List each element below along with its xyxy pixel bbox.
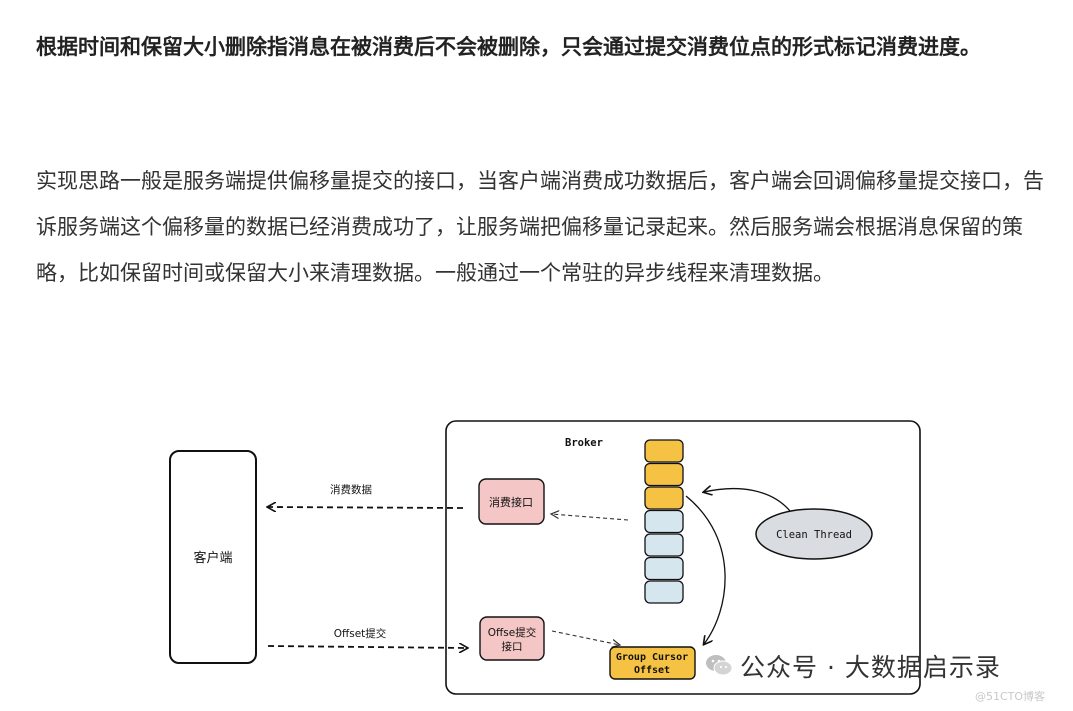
heading-paragraph: 根据时间和保留大小删除指消息在被消费后不会被删除，只会通过提交消费位点的形式标记… <box>36 35 981 59</box>
wechat-icon <box>706 655 733 676</box>
queue-cell-pending <box>644 580 684 604</box>
offset-interface-box <box>479 616 545 661</box>
queue-cell-pending <box>644 533 684 557</box>
client-box <box>169 450 257 664</box>
queue-cell-pending <box>644 509 684 534</box>
clean-thread-label: Clean Thread <box>776 529 852 541</box>
queue-cell-pending <box>644 556 684 581</box>
watermark-text: 公众号 · 大数据启示录 <box>740 653 1001 682</box>
offset-commit-arrow <box>267 646 467 648</box>
clean-thread-arrow <box>704 489 791 512</box>
group-cursor-box <box>609 646 696 680</box>
broker-label: Broker <box>565 437 603 449</box>
offset-to-cursor-arrow <box>551 630 620 645</box>
body-paragraph: 实现思路一般是服务端提供偏移量提交的接口，当客户端消费成功数据后，客户端会回调偏… <box>36 169 1044 285</box>
watermark-site: @51CTO博客 <box>975 690 1046 703</box>
queue-to-consume-arrow <box>551 514 629 521</box>
consume-interface-box <box>478 478 545 525</box>
queue-cell-consumed <box>644 462 684 487</box>
client-label: 客户端 <box>193 550 232 566</box>
queue-cell-consumed <box>644 486 684 510</box>
message-queue <box>644 439 684 604</box>
cursor-pointer-curve <box>685 495 726 644</box>
offset-interface-label-line1: Offse提交 <box>488 626 537 639</box>
offset-commit-label: Offset提交 <box>334 627 387 640</box>
offset-interface-label-line2: 接口 <box>502 640 523 653</box>
consume-data-label: 消费数据 <box>330 483 372 496</box>
group-cursor-label-line1: Group Cursor <box>616 652 688 663</box>
consume-data-arrow <box>268 507 464 508</box>
broker-box <box>445 420 921 695</box>
clean-thread-node <box>755 508 873 560</box>
consume-interface-label: 消费接口 <box>489 495 533 509</box>
queue-cell-consumed <box>644 439 684 463</box>
group-cursor-label-line2: Offset <box>634 665 670 676</box>
